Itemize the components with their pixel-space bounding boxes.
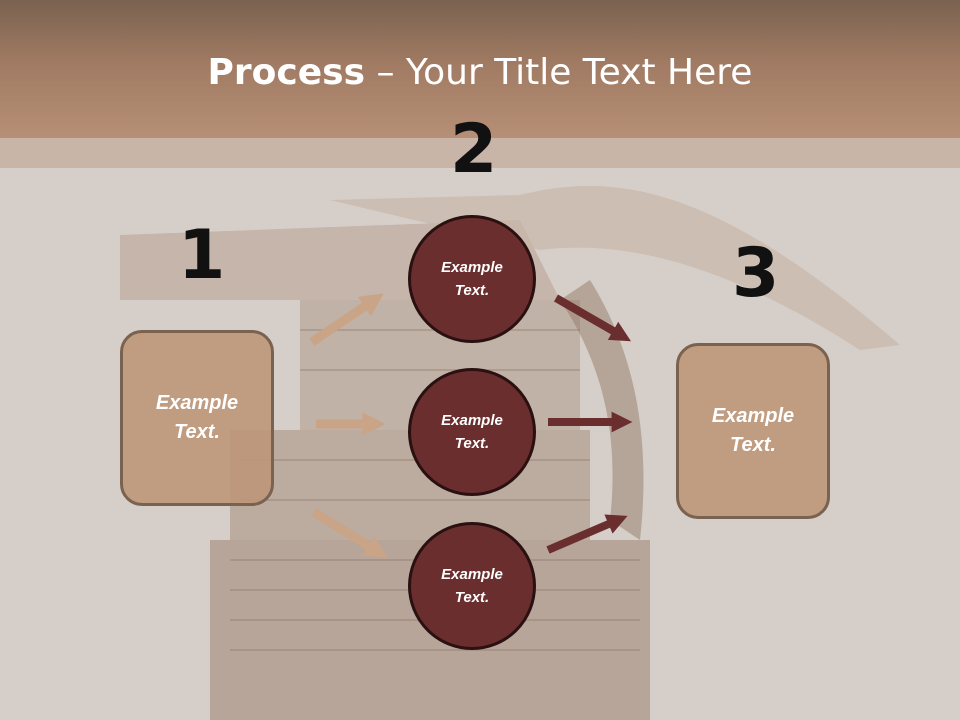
slide-title: Process – Your Title Text Here	[0, 52, 960, 93]
step1-box-label: Example Text.	[155, 392, 239, 443]
step-number-3: 3	[732, 234, 780, 313]
title-bold: Process	[207, 52, 366, 93]
arrow-top-to-right	[554, 294, 632, 342]
circle-top: Example Text.	[408, 215, 536, 343]
step3-box-label: Example Text.	[711, 405, 795, 456]
arrow-left-to-top	[309, 293, 384, 346]
step-number-2: 2	[450, 110, 498, 189]
step-number-1: 1	[178, 216, 226, 295]
title-bar	[0, 0, 960, 138]
circle-bottom: Example Text.	[408, 522, 536, 650]
circle-top-label: Example Text.	[441, 259, 503, 299]
step3-box: Example Text.	[676, 343, 830, 519]
arrow-bottom-to-right	[546, 514, 628, 554]
title-rest: – Your Title Text Here	[365, 52, 753, 93]
step1-box: Example Text.	[120, 330, 274, 506]
circle-middle-label: Example Text.	[441, 412, 503, 452]
circle-middle: Example Text.	[408, 368, 536, 496]
circle-bottom-label: Example Text.	[441, 566, 503, 606]
title-bar-band	[0, 138, 960, 168]
arrow-left-to-bottom	[311, 508, 388, 559]
